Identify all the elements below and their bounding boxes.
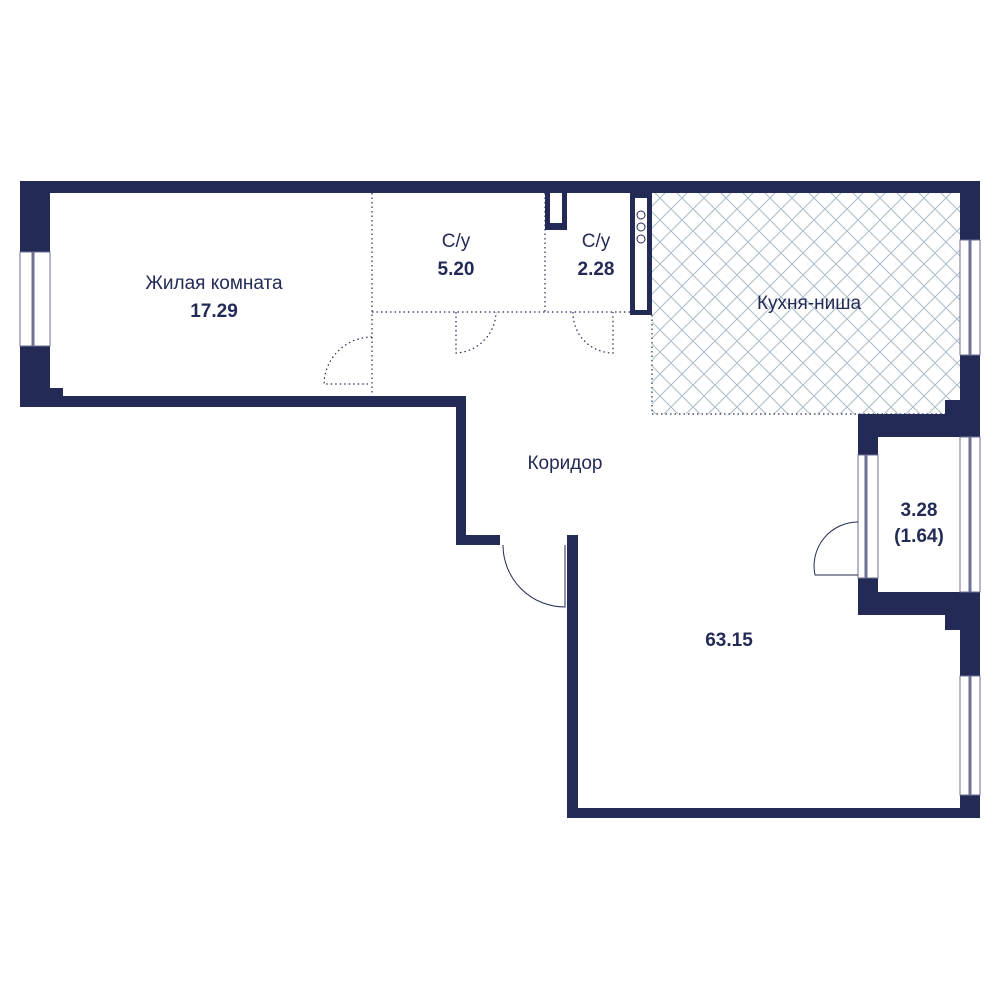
kitchen-floor-hatch <box>652 193 960 414</box>
room-area-living: 17.29 <box>190 301 238 322</box>
room-name-bathroom-2: С/у <box>582 231 611 252</box>
room-area-bathroom-1: 5.20 <box>438 259 475 280</box>
room-area-bathroom-2: 2.28 <box>578 259 615 280</box>
kitchen-boundary <box>651 315 945 415</box>
room-name-living: Жилая комната <box>145 273 283 294</box>
partitions <box>323 193 630 395</box>
room-name-kitchen: Кухня-ниша <box>757 293 862 314</box>
balcony-area-secondary: (1.64) <box>894 526 944 547</box>
balcony-area: 3.28 <box>901 500 938 521</box>
total-area: 63.15 <box>705 630 753 651</box>
doors <box>502 521 859 608</box>
windows <box>19 239 981 796</box>
room-name-corridor: Коридор <box>527 453 602 474</box>
room-name-bathroom-1: С/у <box>442 231 471 252</box>
